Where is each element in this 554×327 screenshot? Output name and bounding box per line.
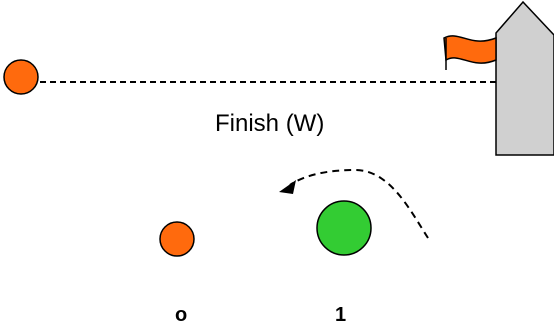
finish-pin-buoy bbox=[3, 59, 39, 95]
mark-1-label: 1 bbox=[335, 304, 347, 326]
orange-flag-icon bbox=[443, 35, 497, 70]
mark-1-buoy bbox=[316, 200, 372, 256]
arrow-head-icon bbox=[279, 180, 296, 194]
rounding-direction-arrow bbox=[289, 168, 429, 239]
finish-label: Finish (W) bbox=[215, 110, 325, 137]
mark-o-buoy bbox=[159, 221, 195, 257]
mark-o-label: o bbox=[175, 304, 188, 326]
committee-boat bbox=[495, 0, 554, 156]
